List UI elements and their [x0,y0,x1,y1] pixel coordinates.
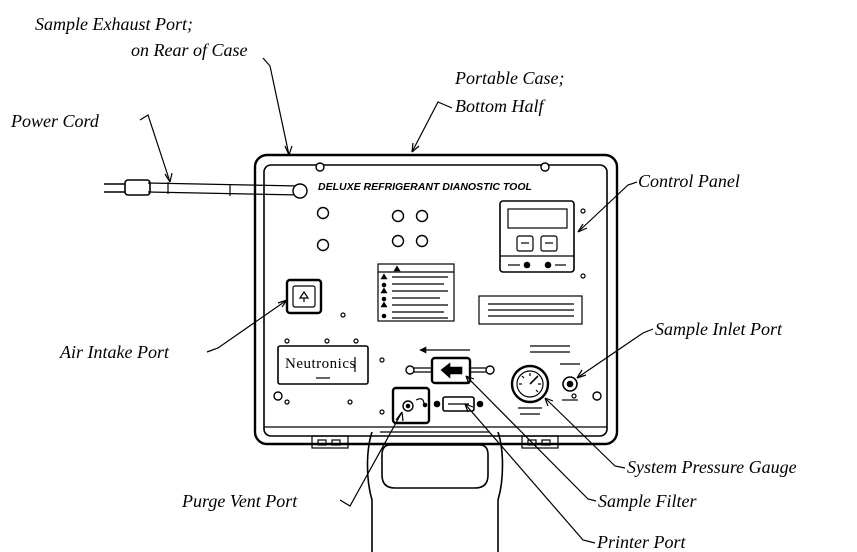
label-air-intake-port: Air Intake Port [59,342,170,362]
label-control-panel: Control Panel [638,171,740,191]
callout-labels: Sample Exhaust Port; on Rear of Case Por… [10,14,797,552]
portable-case [253,153,619,449]
panel-holes [316,206,429,252]
label-printer-port: Printer Port [596,532,686,552]
case-foot-left [311,435,349,449]
callout-leaders [139,57,654,544]
label-system-pressure-gauge: System Pressure Gauge [627,457,797,477]
label-sample-exhaust-port-2: on Rear of Case [131,40,248,60]
power-cord [104,179,308,199]
air-intake-port [285,278,323,315]
case-handle [366,431,504,552]
label-sample-inlet-port: Sample Inlet Port [655,319,783,339]
label-portable-case-1: Portable Case; [454,68,565,88]
neutronics-label: Neutronics [285,356,356,372]
warning-label [377,263,455,322]
sample-filter [405,346,495,385]
panel-title: DELUXE REFRIGERANT DIANOSTIC TOOL [318,181,532,193]
case-foot-right [521,435,559,449]
control-panel [499,200,575,273]
label-sample-exhaust-port-1: Sample Exhaust Port; [35,14,193,34]
sample-inlet-port [560,363,580,401]
neutronics-plate: Neutronics [277,345,369,385]
label-sample-filter: Sample Filter [598,491,697,511]
system-pressure-gauge [510,345,570,415]
label-power-cord: Power Cord [10,111,100,131]
printer-port [433,396,484,412]
panel-screws [284,208,586,415]
label-purge-vent-port: Purge Vent Port [181,491,298,511]
label-portable-case-2: Bottom Half [455,96,546,116]
info-plate [478,295,583,325]
purge-vent-port [391,386,431,425]
